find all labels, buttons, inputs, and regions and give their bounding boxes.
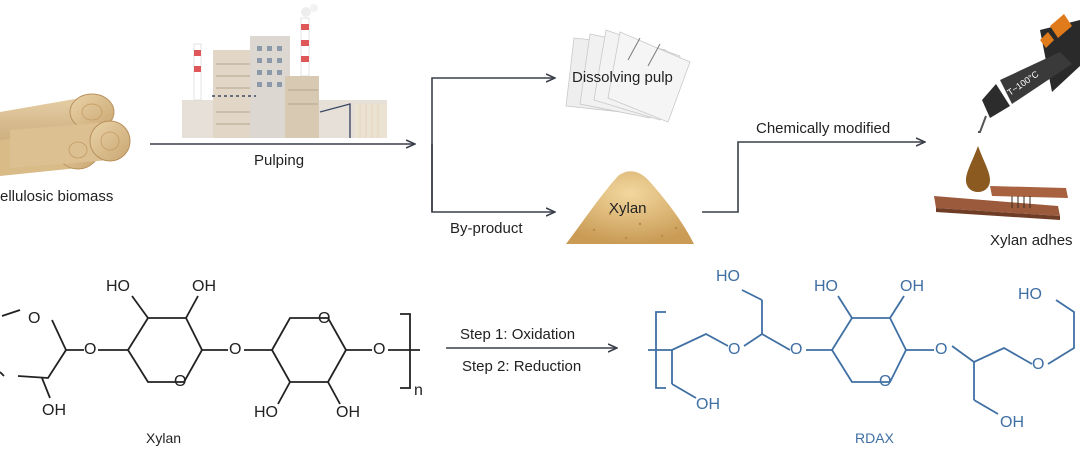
rdax-atom-o: O bbox=[728, 341, 741, 358]
xylan-structure-caption: Xylan bbox=[146, 430, 182, 446]
xylan-adhesive-label: Xylan adhes bbox=[990, 232, 1073, 249]
pulping-label: Pulping bbox=[254, 152, 305, 169]
repeat-unit-subscript: n bbox=[414, 382, 423, 399]
xylan-atom-o: O bbox=[229, 341, 242, 358]
rdax-atom-o: O bbox=[879, 373, 892, 390]
rdax-atom-ho: HO bbox=[716, 268, 740, 285]
xylan-powder-pile-illustration bbox=[566, 171, 694, 244]
bonded-wood-veneers-illustration bbox=[934, 186, 1068, 220]
dissolving-pulp-arrow bbox=[431, 78, 554, 212]
rdax-structure bbox=[648, 289, 1075, 415]
xylan-atom-o: O bbox=[318, 310, 331, 327]
rdax-atom-ho: HO bbox=[814, 278, 838, 295]
glue-gun-illustration: T~100°C bbox=[978, 14, 1080, 133]
xylan-atom-oh: OH bbox=[192, 278, 216, 295]
xylan-pile-label: Xylan bbox=[609, 200, 647, 217]
xylan-structure bbox=[0, 295, 420, 405]
rdax-atom-o: O bbox=[935, 341, 948, 358]
xylan-atom-ho: HO bbox=[106, 278, 130, 295]
biomass-label: ellulosic biomass bbox=[0, 188, 114, 205]
adhesive-drop-icon bbox=[966, 146, 990, 192]
rdax-atom-oh: OH bbox=[1000, 414, 1024, 431]
rdax-atom-o: O bbox=[790, 341, 803, 358]
rdax-atom-oh: OH bbox=[696, 396, 720, 413]
xylan-atom-o: O bbox=[373, 341, 386, 358]
xylan-atom-ho: HO bbox=[254, 404, 278, 421]
xylan-atom-o: O bbox=[28, 310, 41, 327]
xylan-atom-o: O bbox=[174, 373, 187, 390]
process-arrows bbox=[150, 78, 924, 348]
rdax-structure-caption: RDAX bbox=[855, 430, 894, 446]
rdax-atom-oh: OH bbox=[900, 278, 924, 295]
step2-label: Step 2: Reduction bbox=[462, 358, 582, 375]
dissolving-pulp-label: Dissolving pulp bbox=[572, 69, 673, 86]
biomass-logs-illustration bbox=[0, 93, 131, 176]
rdax-atom-o: O bbox=[1032, 356, 1045, 373]
dissolving-pulp-sheets-illustration bbox=[565, 29, 691, 123]
step1-label: Step 1: Oxidation bbox=[460, 326, 576, 343]
chemically-modified-arrow bbox=[702, 142, 924, 213]
by-product-arrow bbox=[431, 144, 554, 212]
by-product-label: By-product bbox=[450, 220, 523, 237]
pulp-mill-illustration bbox=[182, 4, 387, 138]
chemically-modified-label: Chemically modified bbox=[756, 120, 891, 137]
xylan-atom-oh: OH bbox=[42, 402, 66, 419]
rdax-atom-ho: HO bbox=[1018, 286, 1042, 303]
xylan-atom-o: O bbox=[84, 341, 97, 358]
xylan-atom-oh: OH bbox=[336, 404, 360, 421]
